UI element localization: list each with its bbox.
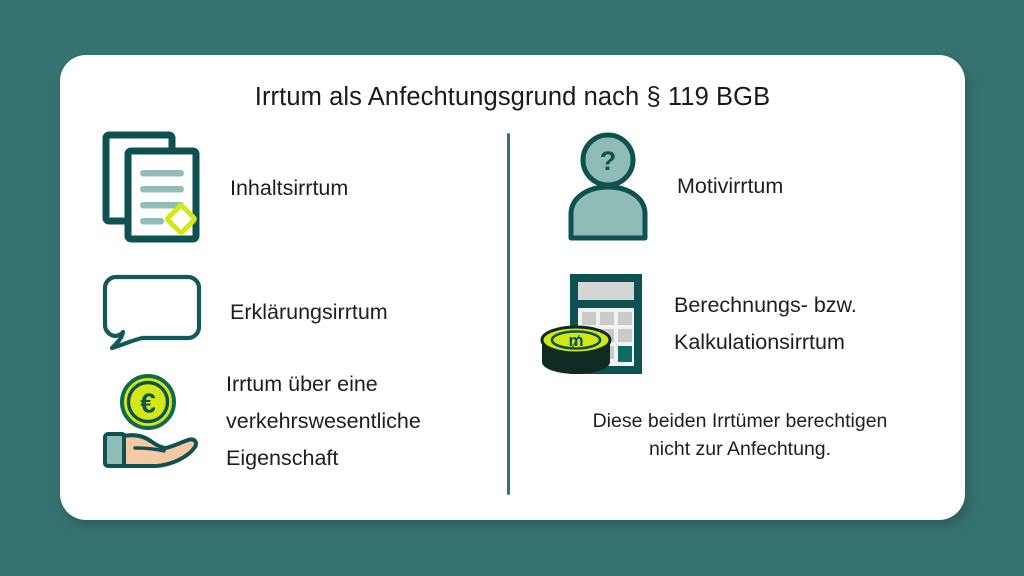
- list-item[interactable]: Inhaltsirrtum: [100, 130, 348, 246]
- list-item[interactable]: ? Motivirrtum: [565, 130, 783, 242]
- column-divider: [507, 133, 510, 495]
- list-item-label: Inhaltsirrtum: [230, 175, 349, 200]
- hand-with-euro-coin-icon: €: [100, 372, 204, 472]
- page-title: Irrtum als Anfechtungsgrund nach § 119 B…: [254, 83, 771, 111]
- footnote-text: Diese beiden Irrtümer berechtigen nicht …: [592, 410, 888, 460]
- person-question-icon: ?: [565, 130, 651, 242]
- list-item-label: Irrtum über eine verkehrswesentliche Eig…: [226, 372, 421, 470]
- svg-text:€: €: [140, 387, 156, 418]
- content-card: Irrtum als Anfechtungsgrund nach § 119 B…: [60, 55, 965, 520]
- list-item-label: Motivirrtum: [677, 173, 784, 198]
- svg-text:₥: ₥: [568, 331, 583, 350]
- calculator-with-coins-icon: ₥: [540, 270, 652, 378]
- speech-bubble-icon: [100, 272, 204, 352]
- documents-icon: [100, 130, 204, 246]
- list-item[interactable]: ₥ Berechnungs- bzw. Kalkulationsirrtum: [540, 270, 857, 378]
- svg-text:?: ?: [600, 146, 617, 176]
- list-item[interactable]: € Irrtum über eine verkehrswesentliche E…: [100, 366, 421, 477]
- list-item[interactable]: Erklärungsirrtum: [100, 272, 388, 352]
- list-item-label: Erklärungsirrtum: [230, 299, 388, 324]
- list-item-label: Berechnungs- bzw. Kalkulationsirrtum: [674, 293, 857, 354]
